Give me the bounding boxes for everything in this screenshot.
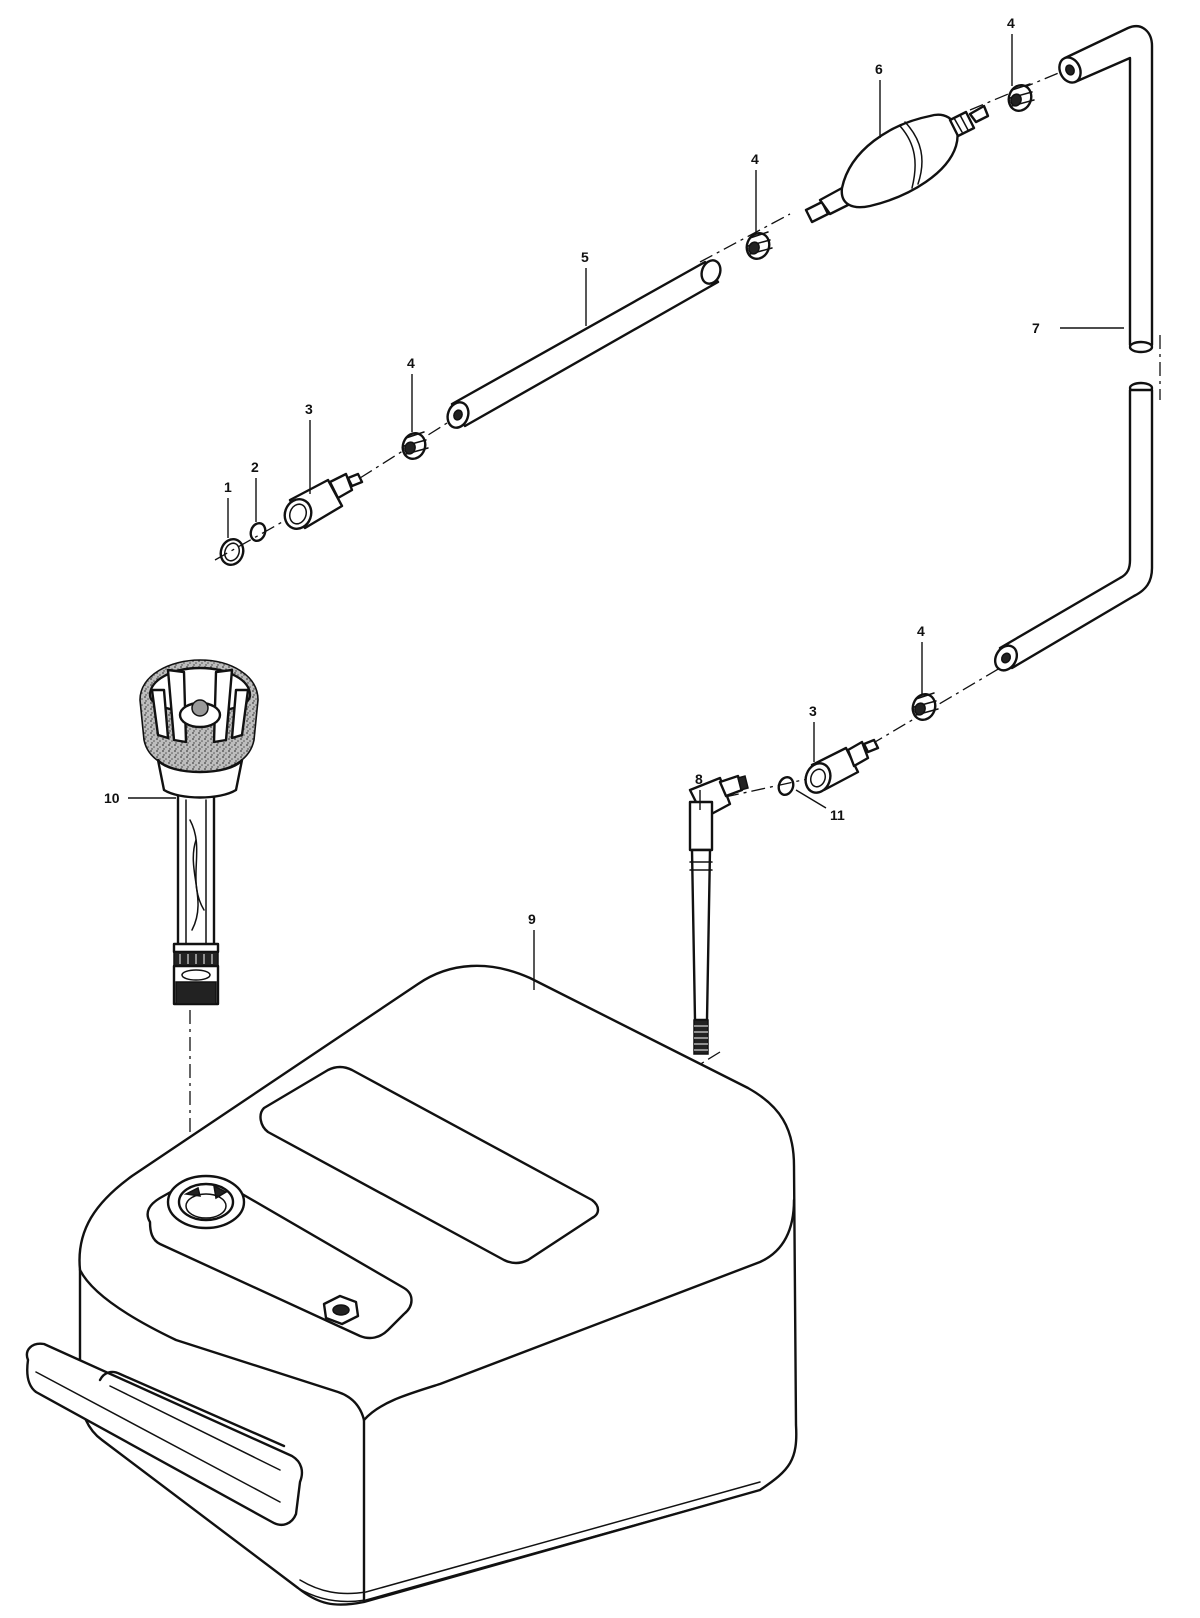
callout-6: 6 (875, 61, 883, 77)
callout-3-upper: 3 (305, 401, 313, 417)
callout-4-second: 4 (751, 151, 759, 167)
callout-labels: 1 2 3 4 5 4 6 4 7 4 3 11 8 10 9 (104, 15, 1040, 927)
callout-2: 2 (251, 459, 259, 475)
part-4-clamp-4 (911, 692, 939, 721)
part-3-connector-upper (283, 472, 364, 530)
part-2-seal (249, 522, 267, 542)
callout-4-fourth: 4 (917, 623, 925, 639)
leader-lines (128, 34, 1124, 990)
part-7-bent-hose (993, 25, 1154, 672)
part-5-hose (446, 259, 722, 429)
callout-4-first: 4 (407, 355, 415, 371)
callout-11: 11 (830, 807, 845, 823)
callout-10: 10 (104, 790, 120, 806)
callout-4-third: 4 (1007, 15, 1015, 31)
callout-3-lower: 3 (809, 703, 817, 719)
callout-5: 5 (581, 249, 589, 265)
part-11-o-ring (777, 776, 795, 796)
part-9-fuel-tank (25, 964, 798, 1606)
callout-9: 9 (528, 911, 536, 927)
part-10-fuel-gauge (139, 659, 259, 1006)
part-4-clamp-1 (401, 431, 429, 460)
part-3-connector-lower (804, 738, 880, 794)
part-6-primer-bulb (804, 104, 990, 224)
part-1-o-ring (219, 538, 245, 566)
part-8-pickup-tube (688, 774, 749, 1055)
callout-8: 8 (695, 771, 703, 787)
part-4-clamp-3 (1007, 83, 1035, 112)
callout-1: 1 (224, 479, 232, 495)
callout-7: 7 (1032, 320, 1040, 336)
part-8-threaded-tip (693, 1019, 709, 1055)
part-4-clamp-2 (745, 231, 773, 260)
